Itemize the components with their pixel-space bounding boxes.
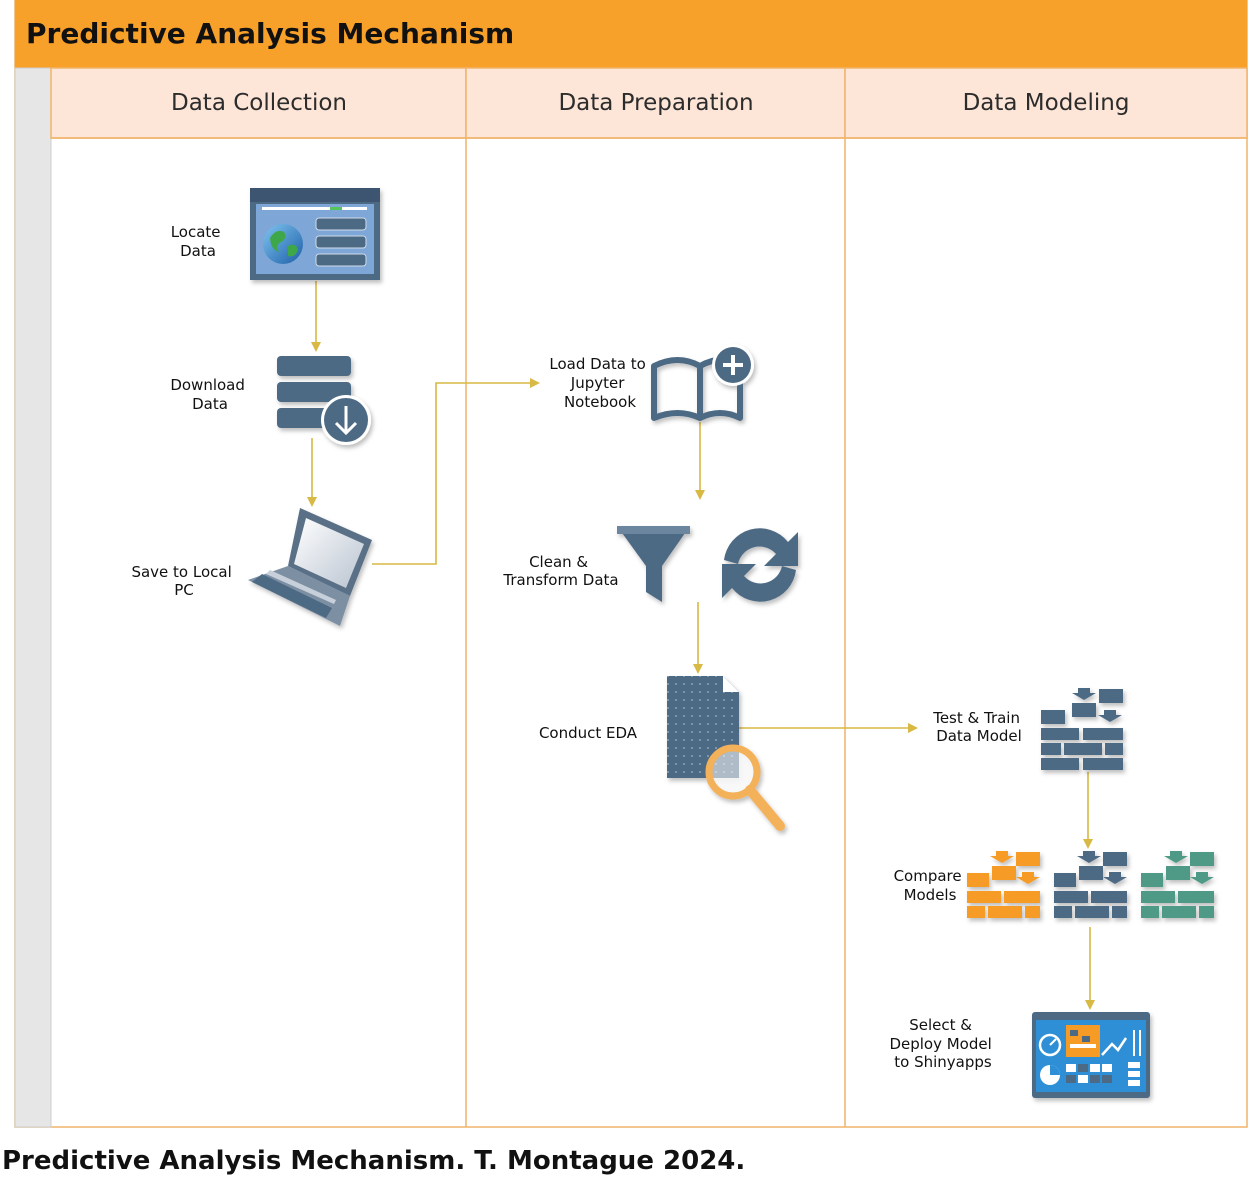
- download-data-icon: [277, 356, 371, 445]
- lane-title-preparation: Data Preparation: [558, 90, 753, 116]
- pool-left-strip: [14, 67, 52, 1128]
- label-test-train: Test & Train Data Model: [932, 709, 1025, 745]
- label-compare-models: Compare Models: [894, 867, 967, 904]
- compare-model-slate-icon: [1054, 851, 1127, 918]
- page-title: Predictive Analysis Mechanism: [26, 17, 514, 50]
- label-save-local: Save to Local PC: [131, 563, 236, 599]
- train-model-icon: [1041, 688, 1123, 770]
- notebook-add-icon: [651, 344, 754, 421]
- label-download-data: Download Data: [170, 376, 249, 413]
- label-clean-transform: Clean & Transform Data: [502, 553, 618, 589]
- figure-caption: Predictive Analysis Mechanism. T. Montag…: [2, 1146, 746, 1176]
- lane-title-collection: Data Collection: [171, 90, 347, 116]
- pool-frame: [14, 0, 1248, 1128]
- locate-data-icon: [250, 188, 380, 280]
- label-conduct-eda: Conduct EDA: [539, 724, 638, 742]
- compare-model-teal-icon: [1141, 851, 1214, 918]
- lane-header-modeling: [844, 67, 1248, 139]
- filter-icon: [617, 526, 690, 602]
- laptop-icon: [248, 508, 372, 626]
- title-bar: [15, 0, 1247, 68]
- label-locate-data: Locate Data: [171, 223, 226, 260]
- connectors: [307, 281, 1095, 1010]
- compare-model-orange-icon: [967, 851, 1040, 918]
- lane-header-preparation: [465, 67, 846, 139]
- eda-magnifier-icon: [667, 676, 785, 831]
- refresh-icon: [722, 528, 798, 602]
- label-select-deploy: Select & Deploy Model to Shinyapps: [889, 1016, 996, 1071]
- dashboard-icon: [1032, 1012, 1150, 1098]
- label-load-jupyter: Load Data to Jupyter Notebook: [549, 355, 650, 411]
- arrow-save-load: [372, 378, 540, 565]
- lane-title-modeling: Data Modeling: [963, 90, 1130, 116]
